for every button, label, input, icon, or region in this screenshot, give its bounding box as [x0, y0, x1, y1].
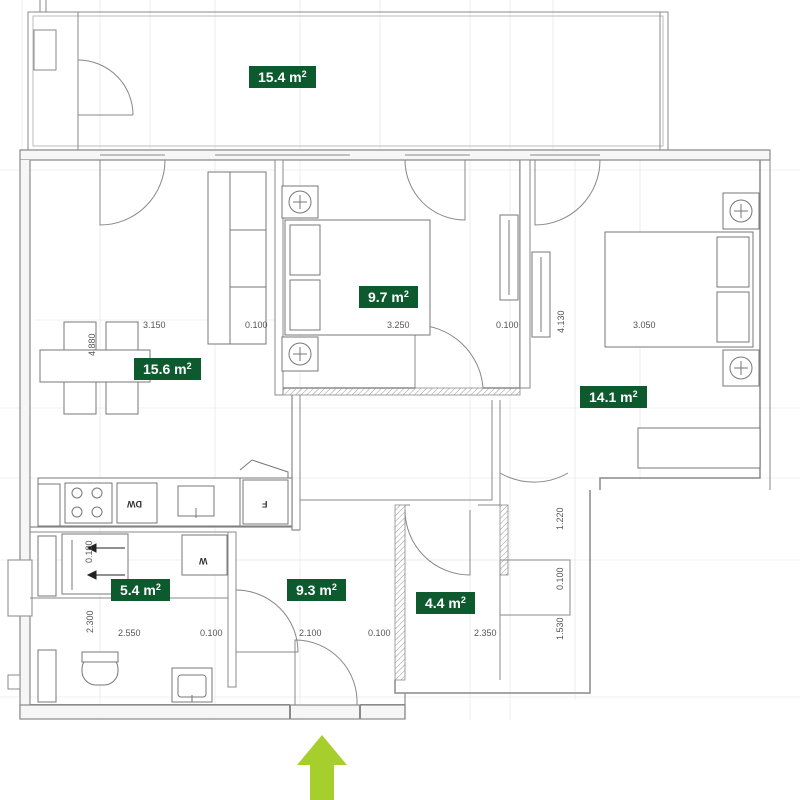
- dim-bath-small: 0.100: [84, 540, 94, 563]
- dim-bedroom-master-depth: 4.130: [556, 310, 566, 333]
- dishwasher-label: DW: [127, 499, 142, 509]
- dim-bedroom-gap: 0.100: [496, 320, 519, 330]
- area-label-balcony: 15.4 m2: [249, 66, 316, 88]
- dim-bedroom-master-width: 3.050: [633, 320, 656, 330]
- dim-living-gap: 0.100: [245, 320, 268, 330]
- dim-right-bottom: 1.530: [555, 617, 565, 640]
- bath-arrows: [86, 543, 125, 580]
- dim-hall-gap: 0.100: [368, 628, 391, 638]
- furniture: [37, 171, 761, 703]
- dim-bedroom-small-width: 3.250: [387, 320, 410, 330]
- washer-label: W: [199, 556, 208, 566]
- area-label-bathroom: 5.4 m2: [111, 579, 170, 601]
- dim-living-width: 3.150: [143, 320, 166, 330]
- area-label-bedroom-small: 9.7 m2: [359, 286, 418, 308]
- area-label-storage: 4.4 m2: [416, 592, 475, 614]
- dim-hall-width: 2.100: [299, 628, 322, 638]
- entrance-arrow: [297, 735, 347, 800]
- area-label-bedroom-master: 14.1 m2: [580, 386, 647, 408]
- balcony-outline: [27, 0, 669, 151]
- fridge-label: F: [262, 499, 268, 509]
- walls: [7, 149, 771, 720]
- area-label-living-kitchen: 15.6 m2: [134, 358, 201, 380]
- dim-bath-width: 2.550: [118, 628, 141, 638]
- dim-right-mid: 0.100: [555, 567, 565, 590]
- area-label-hallway: 9.3 m2: [287, 579, 346, 601]
- dim-storage-width: 2.350: [474, 628, 497, 638]
- dim-right-top: 1.220: [555, 507, 565, 530]
- dim-living-depth: 4.880: [87, 333, 97, 356]
- dim-bath-gap: 0.100: [200, 628, 223, 638]
- dim-bath-depth: 2.300: [85, 610, 95, 633]
